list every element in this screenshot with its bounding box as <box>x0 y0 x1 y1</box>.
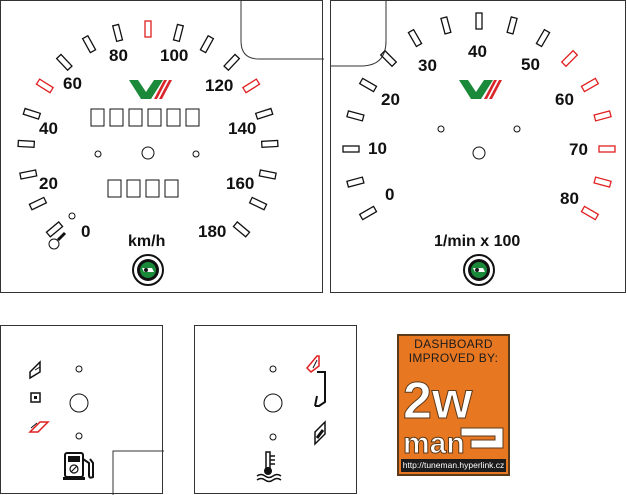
speed-tick <box>22 107 42 120</box>
indicator-hole <box>269 365 277 373</box>
rpm-tick <box>475 12 483 30</box>
rpm-tick <box>358 77 378 93</box>
rpm-tick <box>407 28 423 48</box>
rpm-label-20: 20 <box>381 90 400 109</box>
indicator-hole <box>75 432 83 440</box>
speedometer-ticks <box>17 20 279 238</box>
odometer-digits <box>90 108 200 127</box>
rpm-tick <box>560 49 579 68</box>
speed-label-20: 20 <box>39 174 58 193</box>
fuel-gauge-panel <box>0 325 164 495</box>
rpm-tick <box>506 16 518 35</box>
rpm-tick <box>580 205 600 221</box>
trip-reset-knob <box>48 231 67 250</box>
promo-line1: DASHBOARD <box>414 337 493 351</box>
speed-label-40: 40 <box>39 119 58 138</box>
rpm-label-70: 70 <box>569 140 588 159</box>
speed-tick <box>199 34 215 54</box>
brand-v-logo-icon <box>129 80 172 99</box>
rpm-tick <box>346 176 365 188</box>
speedometer-panel: 0 20 40 60 80 100 120 140 160 180 km/h <box>0 0 324 293</box>
tachometer-graphics: 0 10 20 30 40 50 60 70 80 1/min x 100 <box>331 1 616 286</box>
speed-unit: km/h <box>128 233 165 250</box>
speed-tick <box>55 53 73 72</box>
speed-tick <box>260 139 279 149</box>
speed-label-60: 60 <box>63 74 82 93</box>
fuel-pump-icon <box>63 452 94 480</box>
speed-tick <box>28 196 48 211</box>
fuel-level-marks <box>28 360 50 433</box>
fuel-gauge-graphics <box>28 360 164 495</box>
speed-tick <box>17 139 36 149</box>
speed-tick <box>248 196 268 211</box>
tachometer-ticks <box>342 12 616 221</box>
needle-pivot-hole <box>472 146 486 160</box>
temperature-gauge-panel <box>194 325 357 494</box>
speed-label-140: 140 <box>228 119 256 138</box>
indicator-hole <box>68 212 76 220</box>
rpm-tick <box>598 145 616 153</box>
speed-label-160: 160 <box>226 174 254 193</box>
temperature-scale <box>305 355 326 446</box>
temperature-gauge-graphics <box>256 355 326 483</box>
promo-logo: DASHBOARD IMPROVED BY: 2w man http://tun… <box>397 334 510 476</box>
rpm-label-40: 40 <box>468 42 487 61</box>
speed-tick <box>241 78 261 94</box>
trip-odometer-digits <box>107 179 179 198</box>
speed-tick <box>111 23 124 43</box>
rpm-label-10: 10 <box>368 139 387 158</box>
brand-v-logo-icon <box>459 80 502 99</box>
speed-tick <box>35 78 55 94</box>
speed-label-100: 100 <box>160 46 188 65</box>
rpm-tick <box>535 28 551 48</box>
promo-line2: IMPROVED BY: <box>408 351 499 365</box>
speed-label-180: 180 <box>198 222 226 241</box>
indicator-hole <box>192 150 200 158</box>
speed-label-80: 80 <box>109 46 128 65</box>
rpm-unit: 1/min x 100 <box>434 233 520 250</box>
speed-label-0: 0 <box>81 222 90 241</box>
speed-tick <box>81 34 97 54</box>
rpm-label-30: 30 <box>418 56 437 75</box>
rpm-tick <box>593 176 612 188</box>
speed-tick <box>172 23 185 43</box>
speed-tick <box>254 107 274 120</box>
rpm-label-60: 60 <box>555 90 574 109</box>
needle-pivot-hole <box>263 393 283 413</box>
rpm-tick <box>593 110 612 122</box>
indicator-hole <box>513 125 521 133</box>
indicator-hole <box>94 150 102 158</box>
coolant-temperature-icon <box>256 451 282 483</box>
rpm-tick <box>580 77 600 93</box>
speedometer-graphics: 0 20 40 60 80 100 120 140 160 180 km/h <box>17 1 324 286</box>
rpm-tick <box>440 16 452 35</box>
skoda-logo-icon <box>463 254 495 286</box>
tuneman-brand-mark: 2w man <box>403 372 504 461</box>
rpm-label-50: 50 <box>521 55 540 74</box>
skoda-logo-icon <box>132 254 164 286</box>
speed-tick <box>45 221 64 238</box>
needle-pivot-hole <box>141 146 155 160</box>
needle-pivot-hole <box>69 393 89 413</box>
indicator-hole <box>437 125 445 133</box>
speed-label-120: 120 <box>205 76 233 95</box>
speed-tick <box>223 53 241 72</box>
indicator-hole <box>269 433 277 441</box>
rpm-tick <box>342 145 360 153</box>
tachometer-panel: 0 10 20 30 40 50 60 70 80 1/min x 100 <box>330 0 626 293</box>
speed-tick <box>232 221 251 238</box>
rpm-tick <box>379 49 398 68</box>
rpm-label-80: 80 <box>560 189 579 208</box>
speed-tick <box>19 169 38 180</box>
brand-bottom-text: man <box>403 427 465 460</box>
speed-tick <box>258 169 277 180</box>
rpm-label-0: 0 <box>385 185 394 204</box>
promo-url: http://tuneman.hyperlink.cz <box>401 459 506 472</box>
rpm-tick <box>358 205 378 221</box>
speed-tick <box>144 20 152 38</box>
indicator-hole <box>75 365 83 373</box>
rpm-tick <box>346 110 365 122</box>
brand-top-text: 2w <box>403 372 473 430</box>
